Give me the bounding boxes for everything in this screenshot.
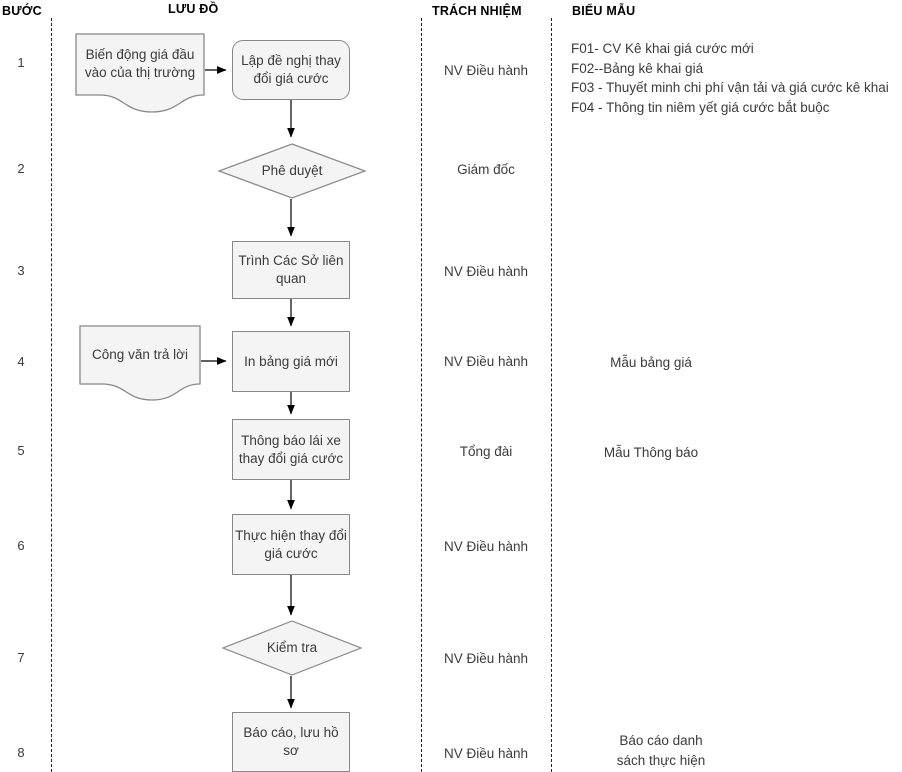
step-number-1: 1 [17, 55, 25, 70]
document-shape-reply [79, 325, 201, 401]
node-apply-change: Thực hiện thay đổi giá cước [232, 514, 350, 575]
step-number-8: 8 [17, 745, 25, 760]
responsibility-5: Tổng đài [459, 444, 513, 459]
responsibility-4: NV Điều hành [443, 354, 529, 369]
step-number-6: 6 [17, 538, 25, 553]
form-list-8: Báo cáo danh sách thực hiện [616, 733, 706, 768]
step-number-5: 5 [17, 443, 25, 458]
decision-shape-approve [217, 143, 367, 199]
step-number-3: 3 [17, 263, 25, 278]
step-number-7: 7 [17, 650, 25, 665]
divider-responsibility-form [551, 18, 552, 772]
form-list-5: Mẫu Thông báo [603, 445, 699, 460]
header-responsibility: TRÁCH NHIỆM [432, 4, 522, 18]
responsibility-2: Giám đốc [457, 162, 515, 177]
responsibility-1: NV Điều hành [443, 63, 529, 78]
form-list-1: F01- CV Kê khai giá cước mới F02--Bảng k… [571, 41, 889, 115]
divider-step-flow [51, 18, 52, 772]
responsibility-8: NV Điều hành [443, 746, 529, 761]
node-proposal: Lập đề nghị thay đổi giá cước [232, 40, 350, 100]
header-step: BƯỚC [2, 4, 42, 18]
responsibility-3: NV Điều hành [443, 264, 529, 279]
divider-flow-responsibility [421, 18, 422, 772]
responsibility-6: NV Điều hành [443, 539, 529, 554]
step-number-4: 4 [17, 354, 25, 369]
decision-shape-check [221, 620, 363, 676]
node-notify-drivers: Thông báo lái xe thay đổi giá cước [232, 419, 350, 480]
step-number-2: 2 [17, 161, 25, 176]
node-print-price: In bảng giá mới [232, 331, 350, 392]
form-list-4: Mẫu bảng giá [610, 355, 692, 370]
header-form: BIỂU MẪU [572, 4, 636, 18]
document-shape-input-market [75, 33, 205, 113]
header-flow: LƯU ĐỒ [168, 2, 219, 16]
node-submit-departments: Trình Các Sở liên quan [232, 241, 350, 299]
responsibility-7: NV Điều hành [443, 651, 529, 666]
